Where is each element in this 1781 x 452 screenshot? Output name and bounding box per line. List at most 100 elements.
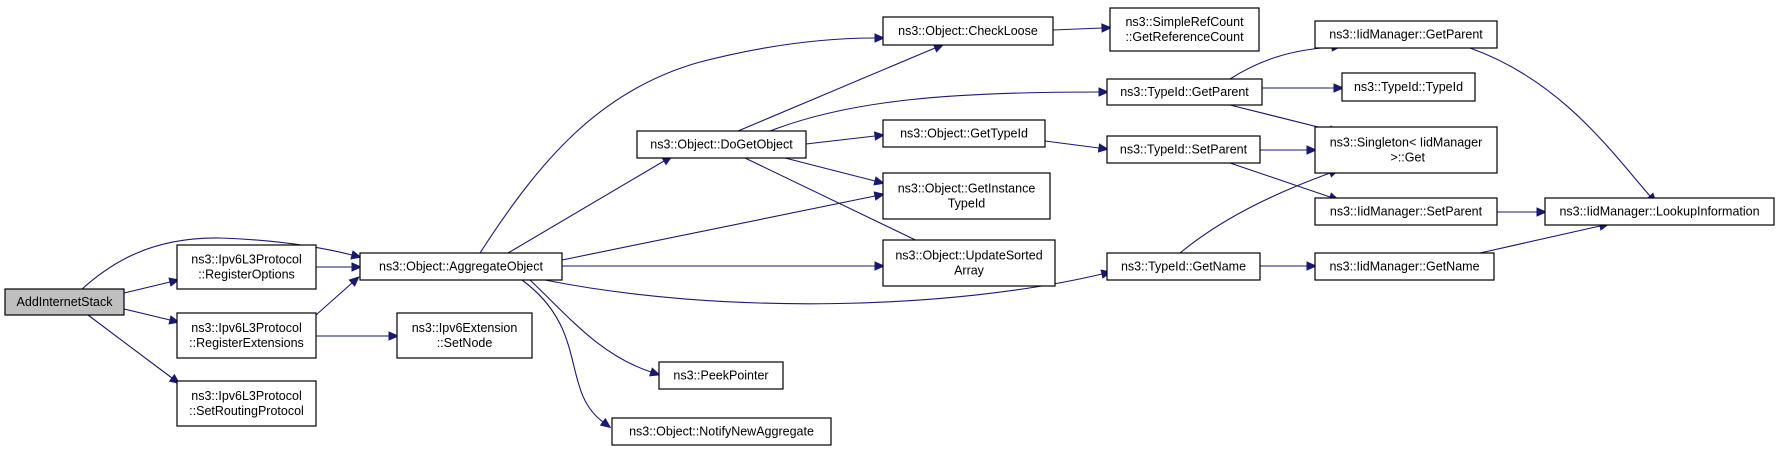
arrowhead-icon bbox=[874, 261, 886, 271]
node-label: ns3::Singleton< IidManager bbox=[1330, 136, 1483, 150]
edge-line bbox=[315, 282, 353, 316]
call-edge-aggregate_object-to-check_loose bbox=[479, 33, 886, 254]
node-label: ns3::Object::AggregateObject bbox=[379, 260, 544, 274]
call-edge-iidmanager_get_name-to-lookup_information bbox=[1479, 221, 1610, 254]
node-lookup-information[interactable]: ns3::IidManager::LookupInformation bbox=[1544, 197, 1775, 226]
node-label: ns3::Ipv6L3Protocol bbox=[191, 389, 302, 403]
node-label: ns3::Ipv6L3Protocol bbox=[191, 321, 302, 335]
node-label: ns3::TypeId::SetParent bbox=[1120, 143, 1248, 157]
node-box bbox=[1106, 78, 1263, 106]
function-nodes: AddInternetStackns3::Ipv6L3Protocol::Reg… bbox=[4, 7, 1775, 446]
node-box bbox=[1544, 197, 1775, 226]
arrowhead-icon bbox=[350, 250, 362, 260]
edge-line bbox=[479, 37, 876, 254]
edge-line bbox=[805, 135, 876, 145]
node-typeid-set-parent[interactable]: ns3::TypeId::SetParent bbox=[1106, 135, 1261, 164]
edge-line bbox=[529, 279, 652, 373]
arrowhead-icon bbox=[649, 367, 661, 377]
arrowhead-icon bbox=[168, 315, 180, 325]
node-label: ns3::Object::CheckLoose bbox=[898, 24, 1038, 38]
node-typeid-get-parent[interactable]: ns3::TypeId::GetParent bbox=[1106, 78, 1263, 106]
arrowhead-icon bbox=[351, 262, 363, 272]
edge-line bbox=[1479, 225, 1601, 254]
edge-line bbox=[123, 281, 171, 294]
node-label: ::SetNode bbox=[437, 336, 493, 350]
call-edge-register_extensions-to-ipv6extension_setnode bbox=[316, 331, 400, 341]
call-edge-aggregate_object-to-peek_pointer bbox=[529, 279, 661, 377]
arrowhead-icon bbox=[1098, 87, 1110, 97]
call-edge-iidmanager_get_parent-to-lookup_information bbox=[1469, 47, 1657, 204]
node-label: ns3::SimpleRefCount bbox=[1125, 15, 1244, 29]
edge-line bbox=[1044, 140, 1100, 149]
node-label: ::SetRoutingProtocol bbox=[189, 404, 304, 418]
node-box bbox=[1341, 72, 1476, 102]
node-set-routing-protocol[interactable]: ns3::Ipv6L3Protocol::SetRoutingProtocol bbox=[176, 380, 317, 427]
node-typeid-typeid[interactable]: ns3::TypeId::TypeId bbox=[1341, 72, 1476, 102]
edge-line bbox=[1052, 27, 1103, 31]
arrowhead-icon bbox=[873, 176, 885, 186]
node-label: ns3::IidManager::SetParent bbox=[1330, 205, 1483, 219]
node-label: ns3::Object::DoGetObject bbox=[650, 138, 793, 152]
node-box bbox=[882, 119, 1046, 148]
node-box bbox=[359, 252, 563, 281]
arrowhead-icon bbox=[388, 331, 400, 341]
node-box bbox=[1314, 197, 1498, 226]
call-edge-add_internet_stack-to-set_routing_protocol bbox=[87, 314, 181, 385]
node-label: ns3::Object::GetTypeId bbox=[900, 127, 1028, 141]
node-add-internet-stack[interactable]: AddInternetStack bbox=[4, 288, 125, 316]
node-box bbox=[396, 312, 533, 359]
call-edge-do_get_object-to-get_instance_type_id bbox=[784, 157, 885, 186]
node-label: ns3::TypeId::GetName bbox=[1121, 260, 1246, 274]
node-label: ns3::Object::UpdateSorted bbox=[895, 249, 1042, 263]
edge-line bbox=[1229, 162, 1331, 198]
edge-line bbox=[1179, 172, 1331, 254]
edge-line bbox=[1469, 47, 1651, 197]
call-edge-do_get_object-to-get_type_id bbox=[805, 131, 886, 145]
node-peek-pointer[interactable]: ns3::PeekPointer bbox=[658, 361, 784, 390]
node-box bbox=[1314, 20, 1498, 49]
arrowhead-icon bbox=[873, 131, 886, 141]
node-register-options[interactable]: ns3::Ipv6L3Protocol::RegisterOptions bbox=[176, 244, 317, 290]
arrowhead-icon bbox=[599, 417, 612, 429]
arrowhead-icon bbox=[348, 276, 360, 287]
node-get-type-id[interactable]: ns3::Object::GetTypeId bbox=[882, 119, 1046, 148]
node-ipv6extension-setnode[interactable]: ns3::Ipv6Extension::SetNode bbox=[396, 312, 533, 359]
node-typeid-get-name[interactable]: ns3::TypeId::GetName bbox=[1106, 252, 1261, 281]
node-box bbox=[1109, 7, 1260, 52]
edge-line bbox=[737, 47, 936, 132]
call-edge-aggregate_object-to-update_sorted_array bbox=[562, 261, 886, 271]
node-get-reference-count[interactable]: ns3::SimpleRefCount::GetReferenceCount bbox=[1109, 7, 1260, 52]
node-iidmanager-set-parent[interactable]: ns3::IidManager::SetParent bbox=[1314, 197, 1498, 226]
node-box bbox=[1314, 126, 1498, 174]
node-register-extensions[interactable]: ns3::Ipv6L3Protocol::RegisterExtensions bbox=[176, 312, 317, 359]
arrowhead-icon bbox=[1536, 207, 1548, 217]
edge-line bbox=[769, 91, 1100, 132]
call-edges bbox=[81, 23, 1657, 429]
call-edge-aggregate_object-to-notify_new_aggregate bbox=[521, 279, 612, 429]
node-iidmanager-get-parent[interactable]: ns3::IidManager::GetParent bbox=[1314, 20, 1498, 49]
node-do-get-object[interactable]: ns3::Object::DoGetObject bbox=[636, 130, 807, 159]
edge-line bbox=[81, 237, 353, 290]
node-singleton-get[interactable]: ns3::Singleton< IidManager >::Get bbox=[1314, 126, 1498, 174]
call-edge-typeid_set_parent-to-singleton_get bbox=[1260, 145, 1318, 155]
node-label: ns3::Object::NotifyNewAggregate bbox=[629, 425, 814, 439]
arrowhead-icon bbox=[874, 33, 886, 43]
edge-line bbox=[1229, 104, 1331, 131]
node-label: ns3::Ipv6Extension bbox=[412, 321, 518, 335]
node-label: ::RegisterOptions bbox=[198, 268, 295, 282]
edge-line bbox=[123, 308, 171, 321]
node-box bbox=[658, 361, 784, 390]
node-box bbox=[4, 288, 125, 316]
call-edge-register_extensions-to-aggregate_object bbox=[315, 276, 360, 316]
node-notify-new-aggregate[interactable]: ns3::Object::NotifyNewAggregate bbox=[611, 417, 832, 446]
node-aggregate-object[interactable]: ns3::Object::AggregateObject bbox=[359, 252, 563, 281]
node-check-loose[interactable]: ns3::Object::CheckLoose bbox=[882, 16, 1054, 46]
node-iidmanager-get-name[interactable]: ns3::IidManager::GetName bbox=[1314, 252, 1495, 281]
edge-line bbox=[784, 157, 876, 182]
call-edge-register_options-to-aggregate_object bbox=[316, 262, 363, 272]
node-label: TypeId bbox=[948, 197, 986, 211]
node-box bbox=[882, 172, 1051, 220]
call-edge-typeid_get_name-to-iidmanager_get_name bbox=[1260, 261, 1318, 271]
